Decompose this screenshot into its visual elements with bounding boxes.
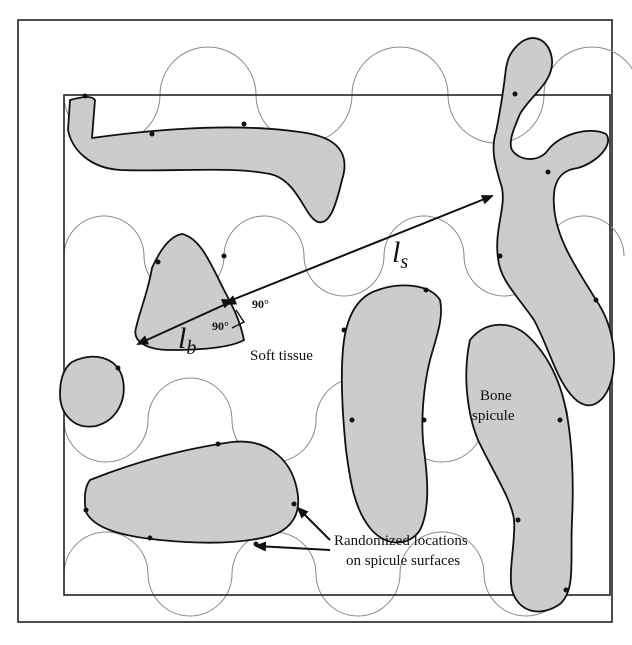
random-label-2: on spicule surfaces	[346, 553, 460, 569]
intersection-dot	[422, 418, 427, 423]
bone-label: Bone	[480, 388, 512, 404]
intersection-dot	[84, 508, 89, 513]
intersection-dot	[558, 418, 563, 423]
ls-sub: s	[400, 251, 408, 273]
intersection-dot	[350, 418, 355, 423]
intersection-dot	[424, 288, 429, 293]
intersection-dot	[150, 132, 155, 137]
spicule-label: spicule	[472, 408, 515, 424]
intersection-dot	[242, 122, 247, 127]
intersection-dot	[116, 366, 121, 371]
lb-sub: b	[186, 337, 196, 359]
intersection-dot	[148, 536, 153, 541]
intersection-dot	[216, 442, 221, 447]
random-label-1: Randomized locations	[334, 533, 468, 549]
intersection-dot	[498, 254, 503, 259]
intersection-dot	[222, 254, 227, 259]
intersection-dot	[516, 518, 521, 523]
spicule-left-blob	[60, 357, 124, 427]
intersection-dot	[546, 170, 551, 175]
intersection-dot	[564, 588, 569, 593]
intersection-dot	[156, 260, 161, 265]
intersection-dot	[292, 502, 297, 507]
lb-main: l	[178, 322, 186, 355]
soft-tissue-label: Soft tissue	[250, 348, 313, 364]
intersection-dot	[342, 328, 347, 333]
angle-label-bottom: 90°	[212, 319, 229, 333]
intersection-dot	[513, 92, 518, 97]
intersection-dot	[83, 94, 88, 99]
ls-main: l	[392, 236, 400, 269]
angle-label-top: 90°	[252, 297, 269, 311]
intersection-dot	[594, 298, 599, 303]
